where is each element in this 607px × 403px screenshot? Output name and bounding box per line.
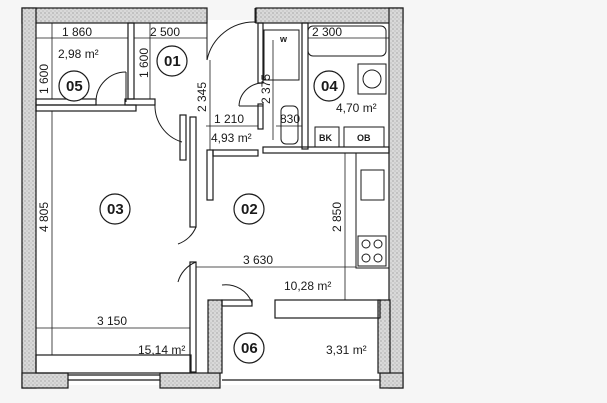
room-03-area: 15,14 m² [138, 343, 185, 357]
room-03-id: 03 [107, 201, 124, 218]
dim-830: 830 [280, 112, 300, 126]
extra-area: 4,93 m² [211, 131, 252, 145]
room-02-id: 02 [241, 201, 258, 218]
toilet [280, 105, 299, 145]
dimension-lines [36, 23, 389, 355]
bathroom-fixtures [263, 25, 387, 145]
room-markers [58, 45, 345, 364]
dim-2500: 2 500 [150, 25, 180, 39]
dim-3630: 3 630 [243, 253, 273, 267]
room-06-area: 3,31 m² [326, 343, 367, 357]
dim-1600-right: 1 600 [137, 48, 151, 78]
dim-1860: 1 860 [62, 25, 92, 39]
room-06-id: 06 [241, 340, 258, 357]
dim-3150: 3 150 [97, 314, 127, 328]
dim-2375: 2 375 [259, 74, 273, 104]
door-swings [95, 71, 264, 304]
label-w: w [279, 34, 288, 44]
room-01-id: 01 [164, 53, 181, 70]
dim-2345: 2 345 [195, 82, 209, 112]
stove [357, 235, 387, 267]
room-04-id: 04 [321, 78, 338, 95]
room-02-area: 10,28 m² [284, 279, 331, 293]
dim-1210: 1 210 [214, 112, 244, 126]
room-05-area: 2,98 m² [58, 47, 99, 61]
dim-1600-left: 1 600 [37, 64, 51, 94]
room-05-id: 05 [66, 78, 83, 95]
entrance-door [206, 8, 256, 61]
washer [357, 63, 387, 95]
dim-2850: 2 850 [330, 202, 344, 232]
dim-4805: 4 805 [37, 202, 51, 232]
utility-boxes [314, 126, 385, 148]
label-ov: OB [357, 133, 371, 143]
sink [360, 169, 385, 201]
room-04-area: 4,70 m² [336, 101, 377, 115]
bathtub [307, 25, 387, 57]
kitchen-counter [355, 152, 390, 269]
dim-2300: 2 300 [312, 25, 342, 39]
label-vk: BK [319, 133, 332, 143]
